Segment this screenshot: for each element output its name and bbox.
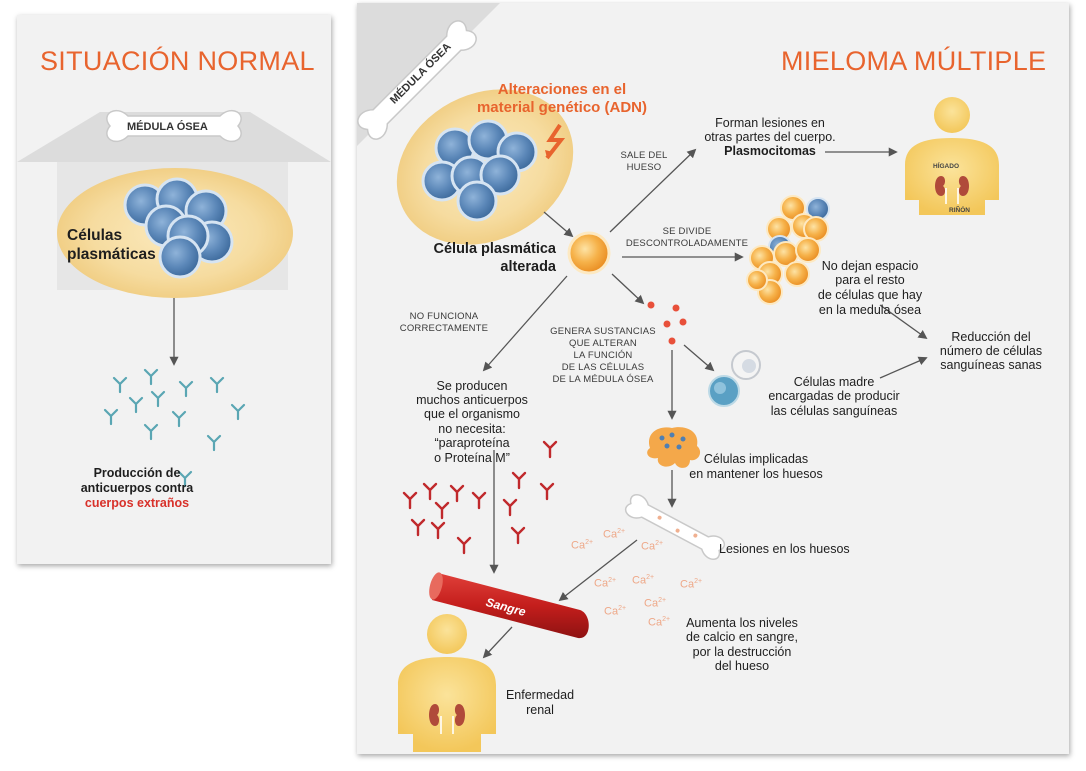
genera-1: GENERA SUSTANCIAS (550, 326, 656, 337)
human-body-icon (398, 614, 496, 752)
no-space-line3: de células que hay (817, 288, 923, 302)
antibodies-line6: o Proteína M” (434, 451, 510, 465)
no-space-line2: para el resto (835, 273, 905, 287)
arrow-genera-sustancias (611, 273, 645, 305)
blood-vessel-icon (429, 572, 589, 639)
arrow-to-altered-cell (543, 211, 574, 238)
arrow-to-stem-cells (683, 344, 715, 372)
bone-lesions-label: Lesiones en los huesos (719, 542, 850, 556)
arrow-no-funciona (482, 275, 568, 372)
altered-cell-line1: Célula plasmática (433, 241, 557, 257)
no-funciona-2: CORRECTAMENTE (399, 323, 489, 334)
calcium-line3: por la destrucción (692, 645, 792, 659)
result-line2: anticuerpos contra (80, 481, 194, 495)
stem-line3: las células sanguíneas (770, 404, 898, 418)
plasma-cell-cluster-icon (123, 177, 234, 279)
reduction-line1: Reducción del (951, 330, 1031, 344)
osteoclast-icon (647, 427, 701, 468)
arrow-bone-to-blood (558, 539, 638, 602)
reduction-line3: sanguíneas sanas (940, 358, 1042, 372)
arrow-stem-to-reduction (879, 356, 928, 379)
calcium-ion: Ca2+ (594, 577, 617, 590)
human-body-icon (905, 97, 999, 215)
antibodies-line4: no necesita: (438, 422, 506, 436)
arrow-no-space-to-reduction (879, 304, 928, 340)
plasma-cell-cluster-icon (421, 119, 538, 222)
genera-5: DE LA MÉDULA ÓSEA (552, 374, 654, 385)
reduction-line2: número de células (939, 344, 1043, 358)
stem-line1: Células madre (793, 375, 875, 389)
myeloma-title: MIELOMA MÚLTIPLE (781, 46, 1047, 76)
antibodies-line3: que el organismo (424, 407, 520, 421)
bone-label: MÉDULA ÓSEA (127, 121, 208, 133)
altered-plasma-cell-icon (567, 231, 611, 275)
bone-cells-line2: en mantener los huesos (689, 467, 823, 481)
antibodies-line5: “paraproteína (434, 436, 510, 450)
cells-label-line1: Células (67, 227, 123, 244)
genera-4: DE LAS CÉLULAS (561, 362, 645, 373)
calcium-ion: Ca2+ (571, 539, 594, 552)
lesions-line1: Forman lesiones en (715, 116, 825, 130)
genera-3: LA FUNCIÓN (573, 350, 633, 361)
calcium-ion: Ca2+ (641, 540, 664, 553)
liver-label: HÍGADO (933, 163, 959, 170)
dna-line2: material genético (ADN) (476, 99, 648, 116)
calcium-ion: Ca2+ (603, 528, 626, 541)
no-funciona-1: NO FUNCIONA (409, 311, 479, 322)
arrow-sale-del-hueso (609, 148, 697, 233)
calcium-ion: Ca2+ (644, 597, 667, 610)
arrow-blood-to-kidney (482, 626, 513, 659)
normal-title: SITUACIÓN NORMAL (40, 46, 315, 76)
se-divide-1: SE DIVIDE (662, 226, 712, 237)
result-line1: Producción de (93, 466, 181, 480)
calcium-line1: Aumenta los niveles (686, 616, 798, 630)
kidney-icon (429, 704, 465, 734)
no-space-line4: en la medula ósea (818, 303, 922, 317)
substance-dots (647, 301, 687, 345)
calcium-ion: Ca2+ (648, 616, 671, 629)
kidney-label: RIÑÓN (949, 207, 970, 214)
antibodies-line2: muchos anticuerpos (416, 393, 528, 407)
altered-cell-line2: alterada (500, 259, 556, 275)
antibody-icon (103, 368, 246, 488)
renal-line2: renal (526, 703, 554, 717)
calcium-ion: Ca2+ (680, 578, 703, 591)
calcium-ion: Ca2+ (632, 574, 655, 587)
renal-line1: Enfermedad (505, 688, 575, 702)
lesions-line3: Plasmocitomas (724, 144, 816, 158)
se-divide-2: DESCONTROLADAMENTE (625, 238, 749, 249)
bone-icon (106, 109, 242, 143)
lightning-icon (545, 123, 566, 160)
dividing-cells-cluster-icon (746, 195, 830, 305)
lesions-line2: otras partes del cuerpo. (704, 130, 836, 144)
calcium-line2: de calcio en sangre, (686, 630, 798, 644)
genera-2: QUE ALTERAN (568, 338, 637, 349)
result-line3: cuerpos extraños (84, 496, 190, 510)
broken-bone-icon (625, 493, 725, 561)
antibodies-line1: Se producen (436, 379, 508, 393)
bone-icon (357, 20, 477, 140)
dna-line1: Alteraciones en el (497, 81, 627, 98)
sale-del-hueso-2: HUESO (626, 162, 662, 173)
antibody-icon (402, 440, 558, 555)
bone-cells-line1: Células implicadas (703, 452, 809, 466)
stem-cell-icon (708, 350, 761, 407)
marrow-zone-shade (17, 112, 331, 162)
stem-line2: encargadas de producir (768, 389, 900, 403)
calcium-ion: Ca2+ (604, 605, 627, 618)
sale-del-hueso-1: SALE DEL (620, 150, 668, 161)
calcium-line4: del hueso (714, 659, 770, 673)
kidney-icon (935, 176, 969, 204)
no-space-line1: No dejan espacio (821, 259, 919, 273)
cells-label-line2: plasmáticas (67, 246, 156, 263)
